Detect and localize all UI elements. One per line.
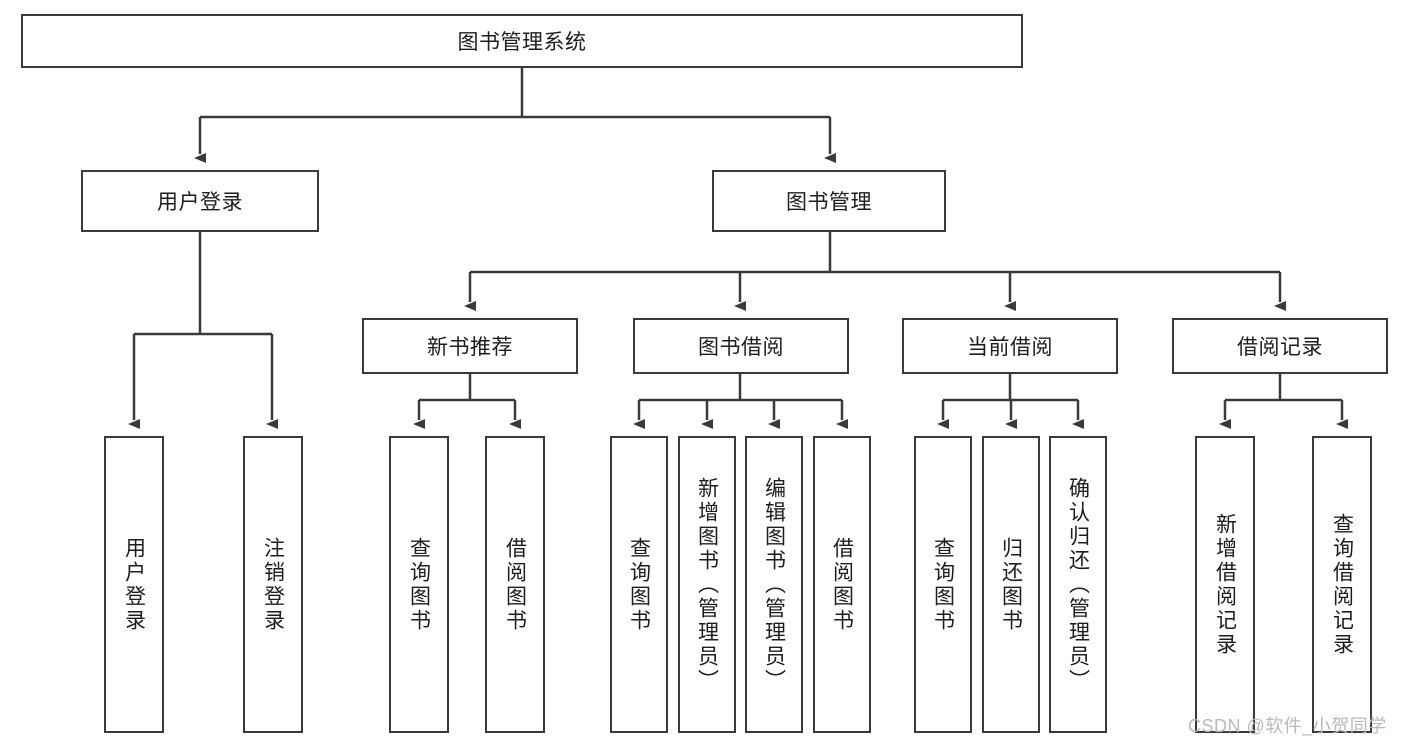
node-user-login-label: 用户登录 [157, 191, 243, 214]
node-leaf-user-logout-label: 注销登录 [261, 536, 285, 633]
node-leaf-borrow-book-rec[interactable]: 借阅图书 [485, 436, 545, 733]
watermark: CSDN @软件_小贺同学 [1188, 716, 1387, 736]
node-leaf-query-book-borrow-label: 查询图书 [627, 536, 651, 633]
node-leaf-query-book-cur-label: 查询图书 [931, 536, 955, 633]
node-current-borrow-label: 当前借阅 [967, 336, 1053, 359]
node-current-borrow[interactable]: 当前借阅 [902, 318, 1118, 374]
node-leaf-confirm-return[interactable]: 确认归还（管理员） [1049, 436, 1107, 733]
node-leaf-confirm-return-label: 确认归还（管理员） [1066, 476, 1090, 693]
node-leaf-borrow-book-rec-label: 借阅图书 [503, 536, 527, 633]
node-new-book-rec[interactable]: 新书推荐 [362, 318, 578, 374]
node-book-manage[interactable]: 图书管理 [712, 170, 946, 232]
node-borrow-record-label: 借阅记录 [1237, 336, 1323, 359]
node-leaf-user-logout[interactable]: 注销登录 [243, 436, 303, 733]
node-leaf-edit-book[interactable]: 编辑图书（管理员） [745, 436, 803, 733]
node-leaf-query-record-label: 查询借阅记录 [1330, 512, 1354, 657]
node-leaf-query-book-borrow[interactable]: 查询图书 [610, 436, 668, 733]
node-leaf-add-record-label: 新增借阅记录 [1213, 512, 1237, 657]
node-leaf-user-login[interactable]: 用户登录 [104, 436, 164, 733]
node-root-label: 图书管理系统 [457, 31, 587, 54]
node-book-borrow-label: 图书借阅 [698, 336, 784, 359]
node-leaf-add-book-label: 新增图书（管理员） [695, 476, 719, 693]
node-leaf-borrow-book[interactable]: 借阅图书 [813, 436, 871, 733]
node-root[interactable]: 图书管理系统 [21, 14, 1023, 68]
node-leaf-return-book[interactable]: 归还图书 [982, 436, 1040, 733]
node-leaf-query-book-rec-label: 查询图书 [407, 536, 431, 633]
node-leaf-user-login-label: 用户登录 [122, 536, 146, 633]
node-leaf-query-book-rec[interactable]: 查询图书 [389, 436, 449, 733]
node-leaf-query-record[interactable]: 查询借阅记录 [1312, 436, 1372, 733]
node-book-manage-label: 图书管理 [786, 191, 872, 214]
node-leaf-borrow-book-label: 借阅图书 [830, 536, 854, 633]
node-leaf-edit-book-label: 编辑图书（管理员） [762, 476, 786, 693]
node-borrow-record[interactable]: 借阅记录 [1172, 318, 1388, 374]
node-leaf-query-book-cur[interactable]: 查询图书 [914, 436, 972, 733]
node-new-book-rec-label: 新书推荐 [427, 336, 513, 359]
node-user-login[interactable]: 用户登录 [81, 170, 319, 232]
node-leaf-return-book-label: 归还图书 [999, 536, 1023, 633]
node-book-borrow[interactable]: 图书借阅 [633, 318, 849, 374]
node-leaf-add-record[interactable]: 新增借阅记录 [1195, 436, 1255, 733]
node-leaf-add-book[interactable]: 新增图书（管理员） [678, 436, 736, 733]
